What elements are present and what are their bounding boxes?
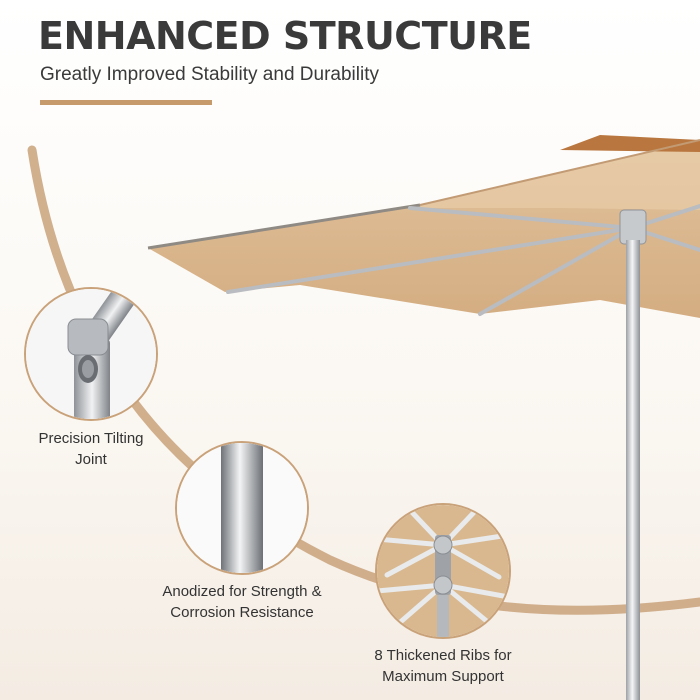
umbrella-hub (619, 209, 647, 245)
ribs-caption: 8 Thickened Ribs for Maximum Support (360, 645, 526, 687)
pole-caption-line1: Anodized for Strength & (162, 583, 322, 600)
pole-caption-line2: Corrosion Resistance (170, 604, 314, 621)
tilt-joint-caption-line2: Joint (75, 451, 107, 468)
tilt-joint-circle (24, 287, 158, 421)
pole-caption: Anodized for Strength & Corrosion Resist… (150, 581, 334, 623)
umbrella-canopy (147, 135, 700, 318)
ribs-caption-line2: Maximum Support (382, 668, 504, 685)
ribs-icon (377, 505, 509, 637)
pole-circle (175, 441, 309, 575)
page-title: ENHANCED STRUCTURE (38, 14, 532, 58)
pole-icon (177, 443, 307, 573)
tilt-joint-caption-line1: Precision Tilting (38, 430, 144, 447)
ribs-caption-line1: 8 Thickened Ribs for (374, 647, 512, 664)
tilt-joint-icon (26, 289, 156, 419)
umbrella-ribs (226, 204, 700, 316)
tilt-joint-caption: Precision Tilting Joint (30, 428, 152, 470)
ribs-circle (375, 503, 511, 639)
umbrella-pole (626, 240, 640, 700)
page-subtitle: Greatly Improved Stability and Durabilit… (40, 64, 379, 85)
title-underline (40, 100, 212, 105)
